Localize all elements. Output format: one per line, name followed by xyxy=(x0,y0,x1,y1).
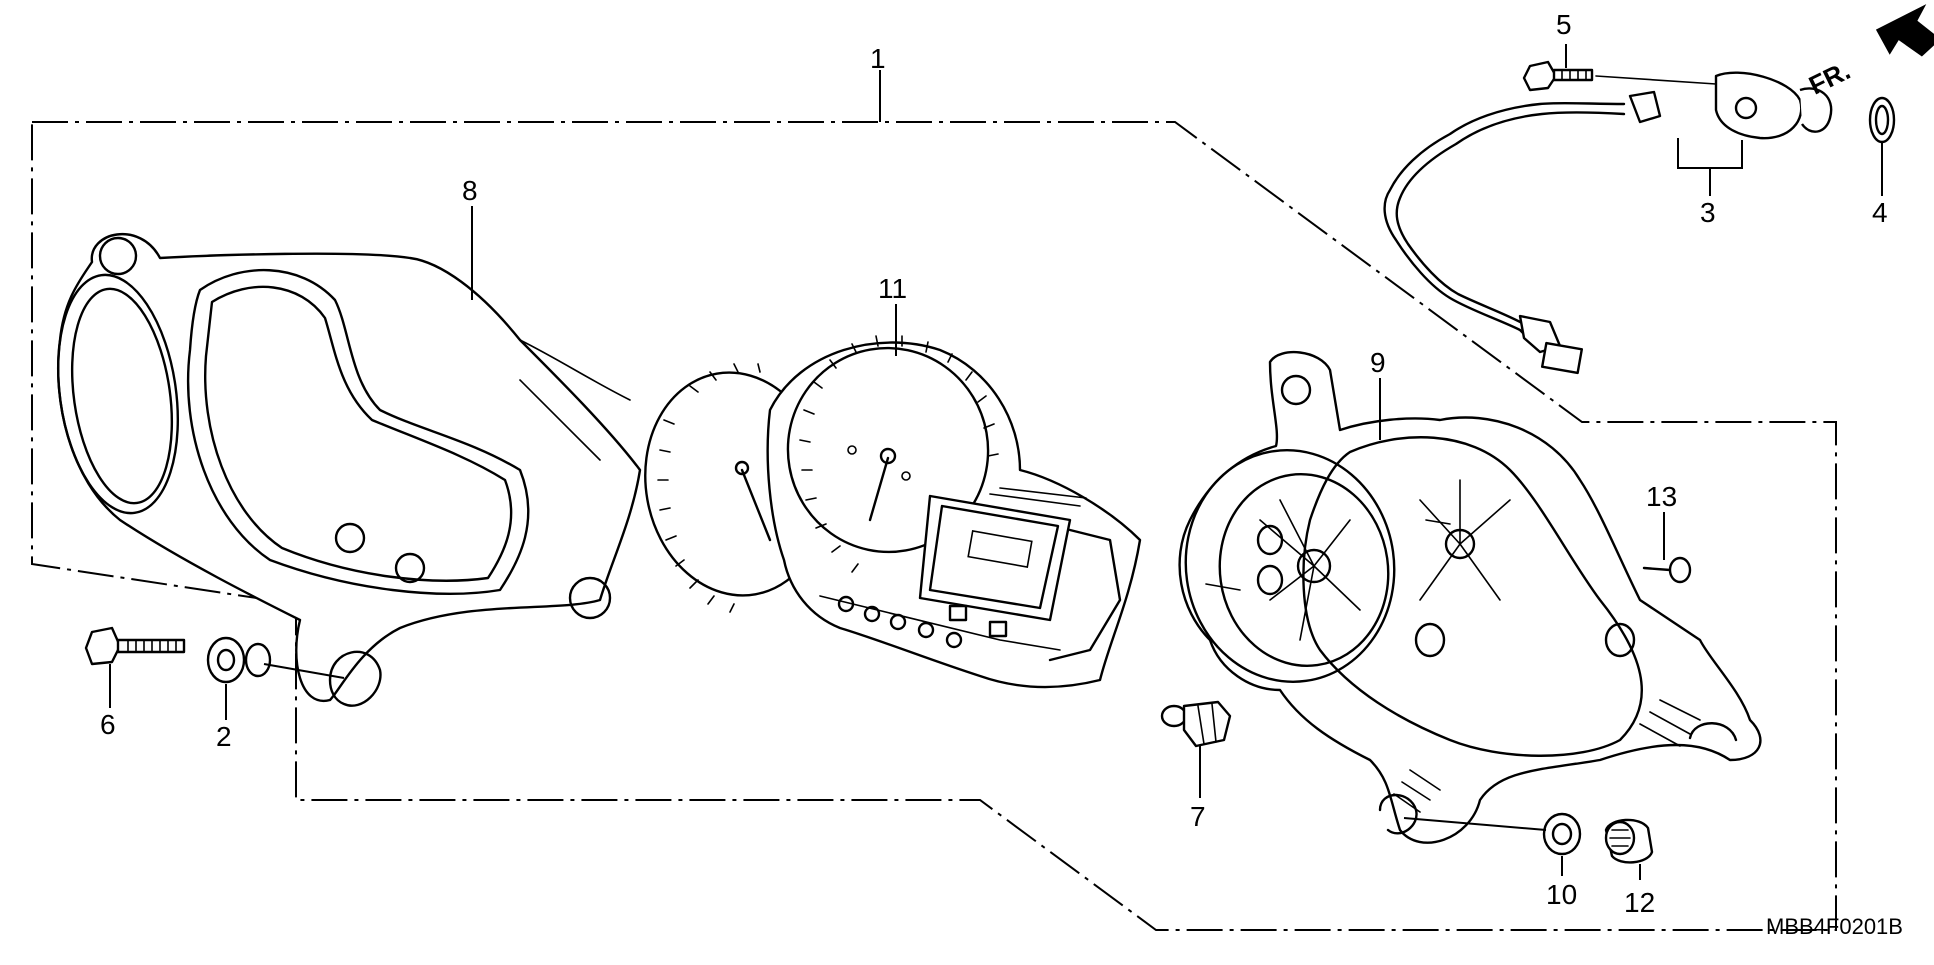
bulb-part-12 xyxy=(1604,818,1654,864)
grommet-part-10 xyxy=(1542,812,1582,856)
callout-6: 6 xyxy=(100,709,116,740)
bolt-part-6 xyxy=(84,626,186,666)
callout-8: 8 xyxy=(462,175,478,206)
meter-cover xyxy=(56,233,642,707)
callout-3: 3 xyxy=(1700,197,1716,228)
meter-assembly xyxy=(644,335,1142,689)
leader-2-cover xyxy=(263,663,345,679)
collar-part-2 xyxy=(206,636,272,684)
meter-case xyxy=(1178,350,1762,844)
leader-10-case xyxy=(1403,817,1547,831)
callout-1: 1 xyxy=(870,43,886,74)
callout-13: 13 xyxy=(1646,481,1677,512)
assembly-boundary xyxy=(31,121,1837,931)
callout-4: 4 xyxy=(1872,197,1888,228)
callout-12: 12 xyxy=(1624,887,1655,918)
callout-2: 2 xyxy=(216,721,232,752)
callout-9: 9 xyxy=(1370,347,1386,378)
drawing-code: MBB4F0201B xyxy=(1766,914,1903,939)
speed-sensor-assembly xyxy=(1383,60,1896,375)
callout-11: 11 xyxy=(878,273,907,304)
callout-5: 5 xyxy=(1556,9,1572,40)
screw-part-13 xyxy=(1642,556,1692,584)
callout-7: 7 xyxy=(1190,801,1206,832)
callout-10: 10 xyxy=(1546,879,1577,910)
bulb-socket-part-7 xyxy=(1160,700,1232,748)
front-arrow-icon: FR. xyxy=(1804,4,1934,100)
bracket-3 xyxy=(1677,138,1743,169)
